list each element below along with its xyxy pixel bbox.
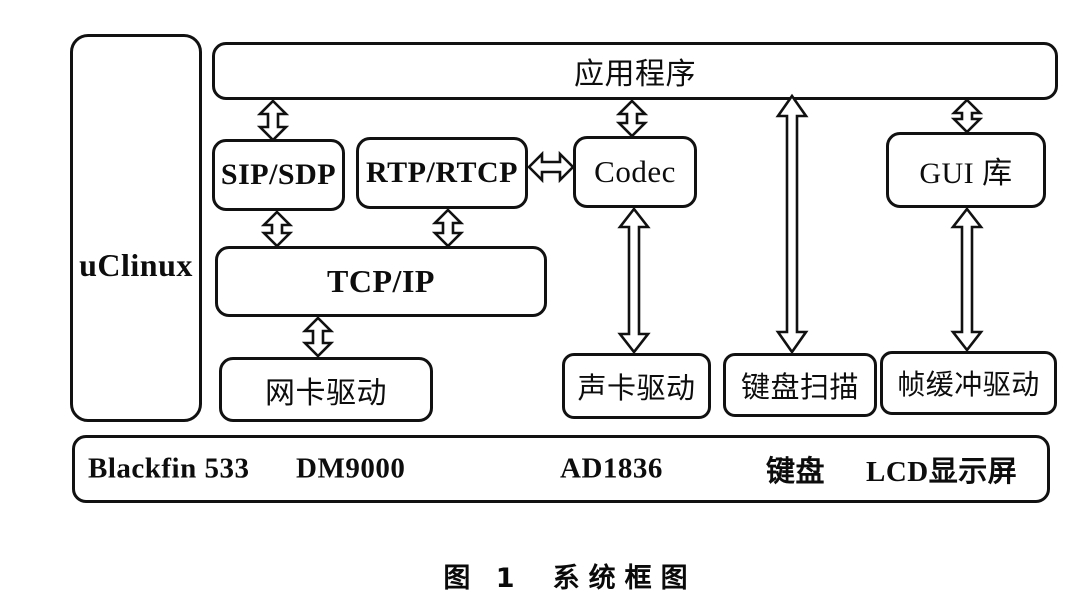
block-sound-driver-label: 声卡驱动	[577, 373, 696, 405]
arrow-application-sipsdp	[256, 99, 290, 142]
figure-caption-number: 图 1	[443, 563, 523, 594]
hardware-keyboard-label: 键盘	[766, 456, 826, 488]
block-sip-sdp: SIP/SDP	[212, 139, 345, 211]
block-sip-sdp-label: SIP/SDP	[220, 158, 337, 191]
block-uclinux-label: uClinux	[79, 247, 193, 283]
arrow-codec-sound-driver	[617, 206, 651, 355]
block-framebuffer-driver-label: 帧缓冲驱动	[897, 370, 1040, 401]
arrow-sipsdp-tcpip	[260, 210, 294, 248]
block-nic-driver: 网卡驱动	[219, 357, 433, 422]
block-gui-library: GUI 库	[886, 132, 1046, 208]
block-nic-driver-label: 网卡驱动	[265, 376, 387, 410]
block-tcp-ip-label: TCP/IP	[327, 263, 435, 299]
arrow-application-keyboard-scan	[775, 93, 809, 355]
block-keyboard-scan: 键盘扫描	[723, 353, 877, 417]
block-application: 应用程序	[212, 42, 1058, 100]
arrow-application-gui	[950, 98, 984, 134]
block-framebuffer-driver: 帧缓冲驱动	[880, 351, 1057, 415]
block-rtp-rtcp-label: RTP/RTCP	[366, 156, 518, 189]
block-rtp-rtcp: RTP/RTCP	[356, 137, 528, 209]
block-uclinux: uClinux	[70, 34, 202, 422]
block-keyboard-scan-label: 键盘扫描	[740, 372, 859, 404]
block-sound-driver: 声卡驱动	[562, 353, 711, 419]
block-codec: Codec	[573, 136, 697, 208]
block-hardware-layer: Blackfin 533 DM9000 AD1836 键盘 LCD显示屏	[72, 435, 1050, 503]
hardware-audio-codec-label: AD1836	[560, 452, 663, 485]
arrow-rtprtcp-codec	[527, 150, 575, 184]
block-gui-library-label: GUI 库	[919, 157, 1013, 190]
block-tcp-ip: TCP/IP	[215, 246, 547, 317]
arrow-gui-framebuffer-driver	[950, 206, 984, 353]
arrow-tcpip-nic-driver	[301, 316, 335, 358]
arrow-rtprtcp-tcpip	[431, 208, 465, 248]
figure-caption-title: 系统框图	[552, 563, 697, 594]
arrow-application-codec	[615, 99, 649, 138]
figure-caption: 图 1 系统框图	[35, 556, 1070, 595]
hardware-nic-label: DM9000	[296, 452, 406, 485]
hardware-lcd-label: LCD显示屏	[866, 456, 1018, 488]
hardware-cpu-label: Blackfin 533	[88, 452, 250, 485]
block-application-label: 应用程序	[574, 58, 696, 91]
block-codec-label: Codec	[594, 154, 676, 189]
